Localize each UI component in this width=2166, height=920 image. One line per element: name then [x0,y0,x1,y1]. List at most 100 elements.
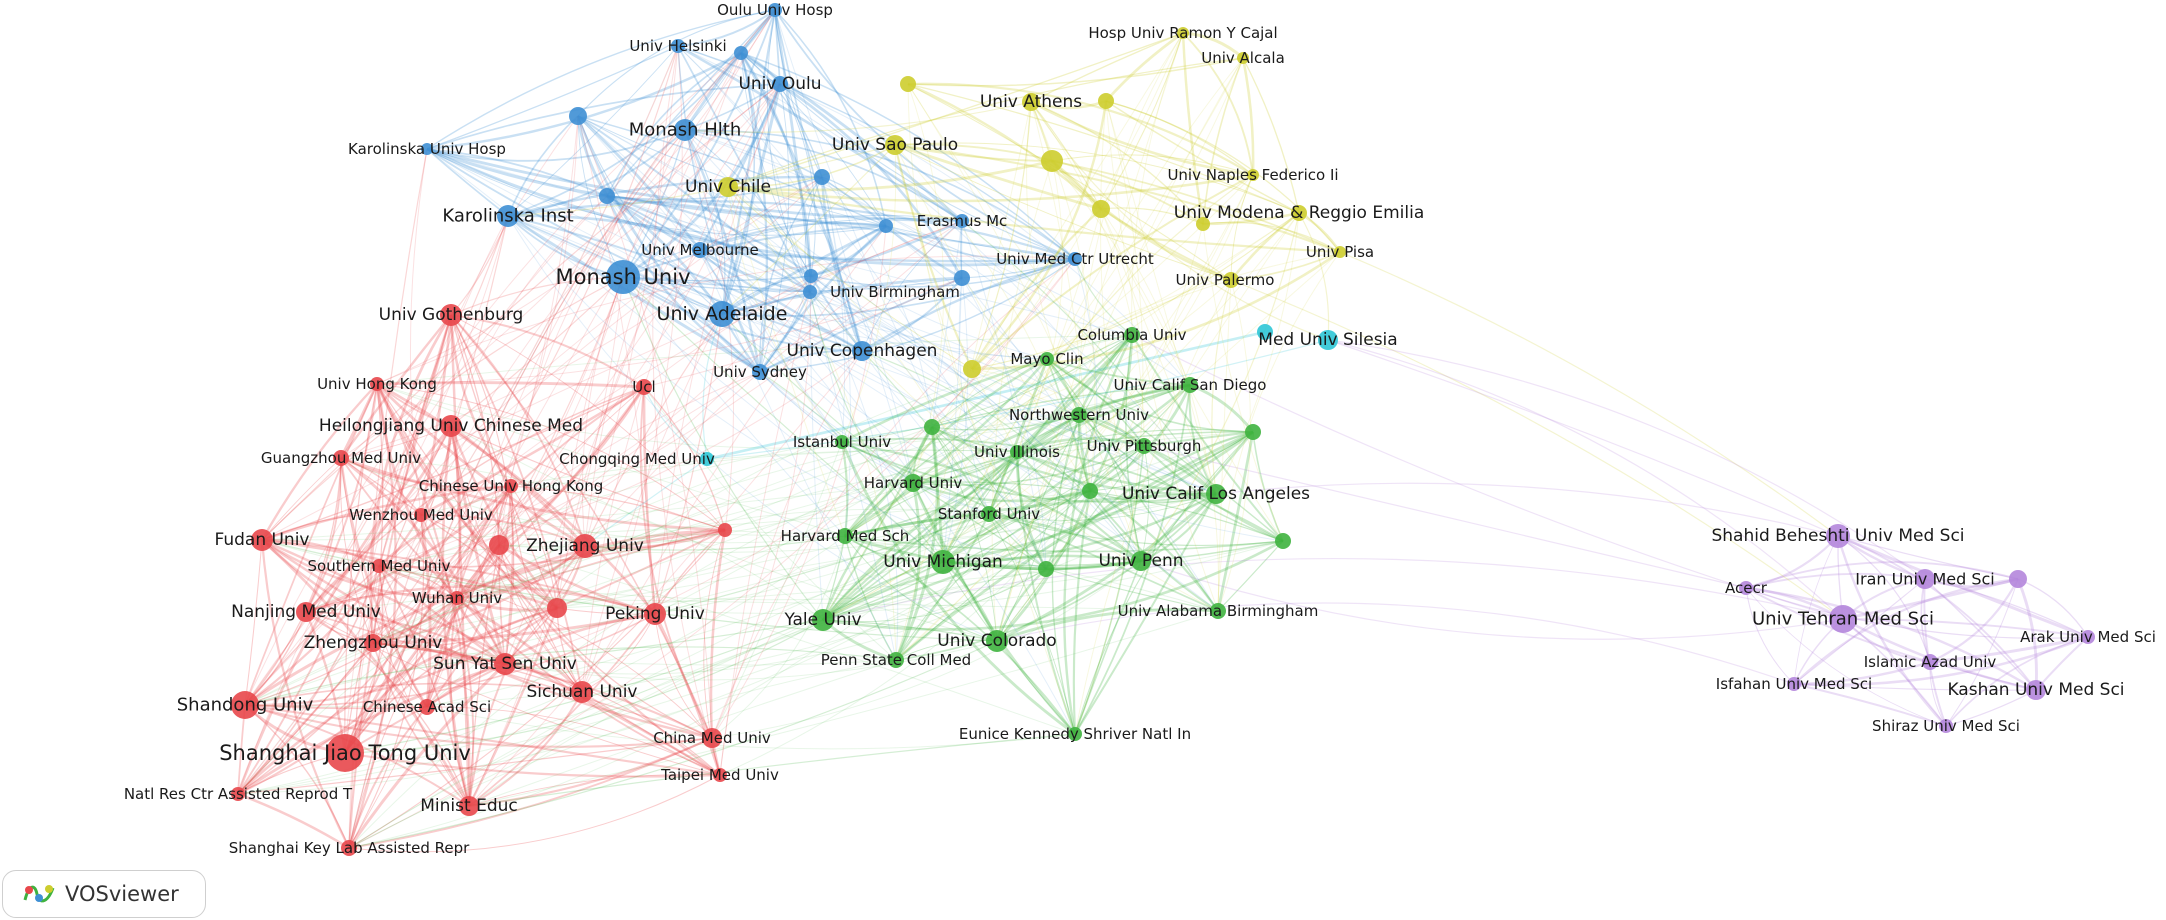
node-c1[interactable] [1257,324,1273,340]
node-southern[interactable] [372,559,386,573]
node-iran[interactable] [1915,569,1935,589]
node-harvardmed[interactable] [837,528,853,544]
node-cuhk[interactable] [504,479,518,493]
node-tehran[interactable] [1829,605,1857,633]
node-y5[interactable] [1196,217,1210,231]
node-karolinska_inst[interactable] [497,205,519,227]
node-p1[interactable] [2009,570,2027,588]
node-g5[interactable] [1275,533,1291,549]
node-heilongjiang[interactable] [440,415,462,437]
node-palermo[interactable] [1223,272,1239,288]
node-silesia[interactable] [1318,330,1338,350]
node-karolinska_hosp[interactable] [421,143,433,155]
node-sydney[interactable] [752,364,768,380]
node-y6[interactable] [963,360,981,378]
node-b6[interactable] [804,269,818,283]
node-stanford[interactable] [981,506,997,522]
node-ucla[interactable] [1206,484,1226,504]
node-arak[interactable] [2081,630,2095,644]
node-helsinki[interactable] [671,39,685,53]
node-y1[interactable] [900,76,916,92]
node-hongkong[interactable] [370,377,384,391]
node-monash_hlth[interactable] [674,119,696,141]
node-b1[interactable] [569,107,587,125]
node-adelaide[interactable] [709,301,735,327]
node-mayo[interactable] [1040,352,1054,366]
node-zhejiang[interactable] [573,534,597,558]
node-gothenburg[interactable] [440,304,462,326]
node-eunice[interactable] [1068,727,1082,741]
node-naples[interactable] [1247,169,1259,181]
node-y2[interactable] [1098,93,1114,109]
node-yale[interactable] [812,609,834,631]
node-sysu[interactable] [494,653,516,675]
node-melbourne[interactable] [692,242,708,258]
node-harvard[interactable] [904,474,922,492]
node-g4[interactable] [1038,561,1054,577]
node-shiraz[interactable] [1939,719,1953,733]
node-b3[interactable] [814,169,830,185]
node-b2[interactable] [599,188,615,204]
node-monash[interactable] [606,260,640,294]
node-pisa[interactable] [1334,246,1346,258]
node-g2[interactable] [1245,424,1261,440]
node-zhengzhou[interactable] [364,634,382,652]
node-athens[interactable] [1022,93,1040,111]
node-northwestern[interactable] [1071,407,1087,423]
node-minist[interactable] [459,796,479,816]
node-erasmus[interactable] [955,214,969,228]
node-oulu[interactable] [772,76,788,92]
node-ucsd[interactable] [1182,377,1198,393]
node-sjtu[interactable] [326,734,364,772]
node-chile[interactable] [718,177,738,197]
node-isfahan[interactable] [1787,677,1801,691]
node-illinois[interactable] [1010,445,1024,459]
node-taipei[interactable] [713,768,727,782]
node-colorado[interactable] [986,630,1008,652]
node-fudan[interactable] [251,529,273,551]
node-penn[interactable] [1131,551,1151,571]
node-columbia[interactable] [1124,327,1140,343]
node-shandong[interactable] [231,691,259,719]
node-chongqing[interactable] [700,452,714,466]
node-b7[interactable] [734,46,748,60]
node-modena[interactable] [1291,205,1307,221]
node-y4[interactable] [1092,200,1110,218]
node-g3[interactable] [1082,483,1098,499]
node-keylab[interactable] [341,840,357,856]
node-oulu_hosp[interactable] [768,3,782,17]
node-pennstate[interactable] [888,652,904,668]
node-natl[interactable] [231,787,245,801]
node-nanjing[interactable] [296,602,316,622]
node-cmu[interactable] [702,728,722,748]
node-istanbul[interactable] [835,435,849,449]
node-ucl[interactable] [636,379,652,395]
node-b5[interactable] [954,270,970,286]
node-azad[interactable] [1922,654,1938,670]
node-wenzhou[interactable] [414,508,428,522]
node-saopaulo[interactable] [885,135,905,155]
node-kashan[interactable] [2026,680,2046,700]
node-copenhagen[interactable] [852,341,872,361]
node-g1[interactable] [924,419,940,435]
node-sichuan[interactable] [571,681,593,703]
node-birmingham[interactable] [803,285,817,299]
node-wuhan[interactable] [450,591,464,605]
node-utrecht[interactable] [1068,252,1082,266]
node-r3[interactable] [718,523,732,537]
node-michigan[interactable] [931,550,955,574]
node-b4[interactable] [879,219,893,233]
network-link [1074,279,1232,735]
node-y3[interactable] [1041,150,1063,172]
node-peking[interactable] [644,603,666,625]
node-acecr[interactable] [1739,581,1753,595]
node-ramon[interactable] [1177,27,1189,39]
node-cas[interactable] [419,699,435,715]
node-guangzhou[interactable] [333,450,349,466]
node-beheshti[interactable] [1826,524,1850,548]
node-pittsburgh[interactable] [1136,438,1152,454]
node-alabama[interactable] [1210,603,1226,619]
node-alcala[interactable] [1237,52,1249,64]
node-r2[interactable] [547,598,567,618]
node-r1[interactable] [489,535,509,555]
